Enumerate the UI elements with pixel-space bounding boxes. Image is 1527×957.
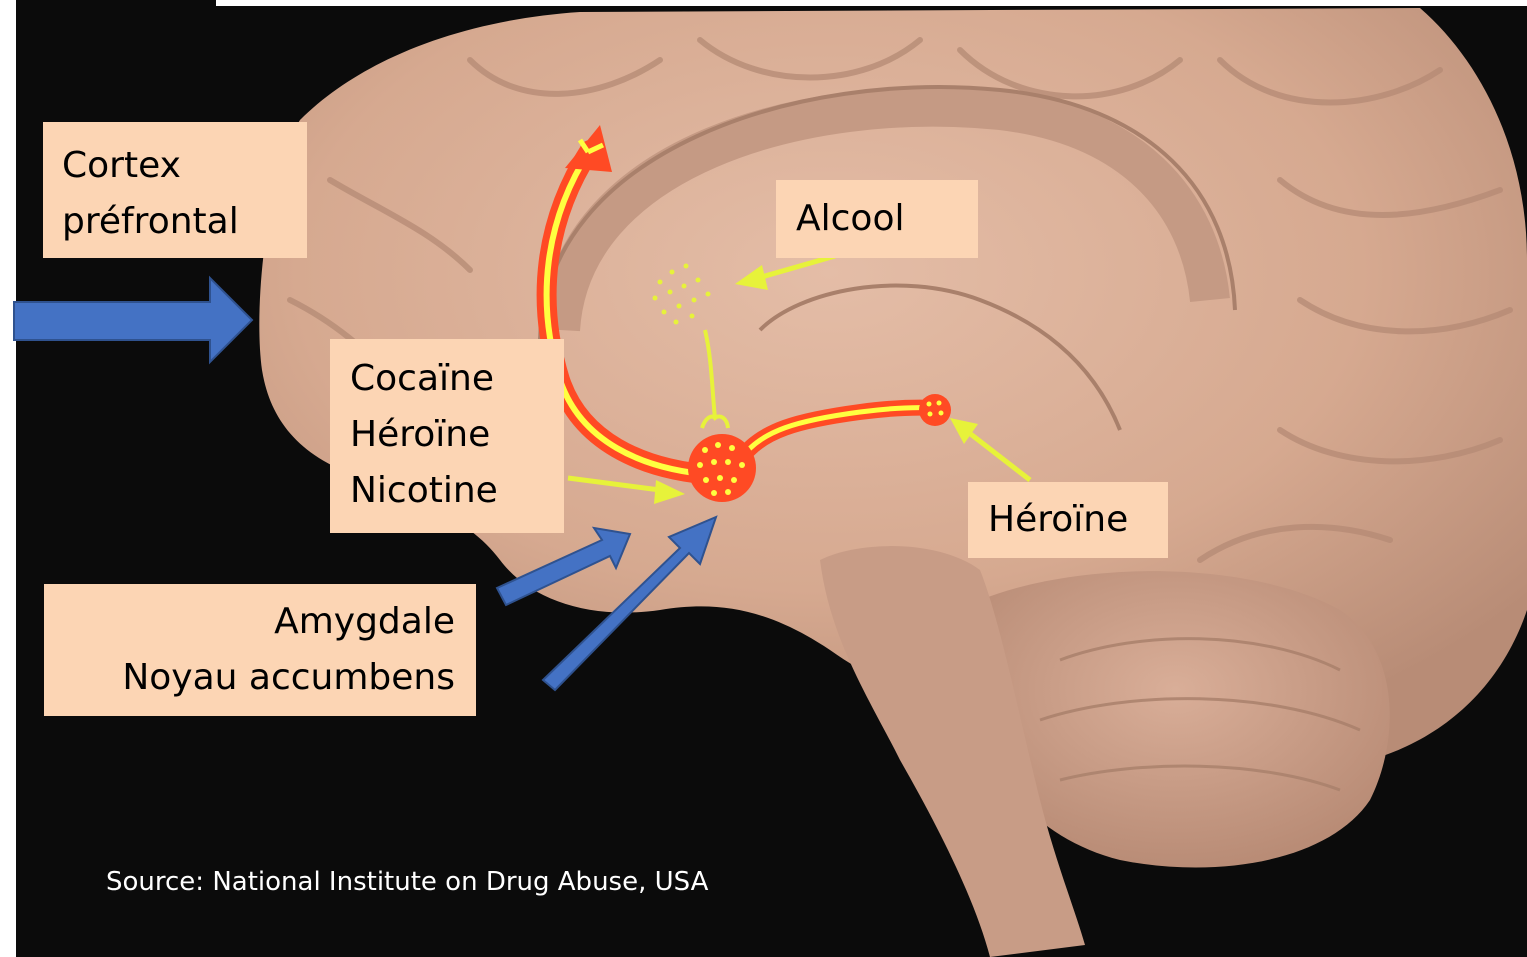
label-amygdala-accumbens: Amygdale Noyau accumbens <box>44 584 476 716</box>
white-left-margin <box>0 0 16 957</box>
label-drugs: Cocaïne Héroïne Nicotine <box>330 339 564 533</box>
label-alcohol: Alcool <box>776 180 978 258</box>
label-amygdale-line1: Amygdale <box>44 594 455 650</box>
source-caption: Source: National Institute on Drug Abuse… <box>106 867 708 897</box>
label-heroin: Héroïne <box>968 482 1168 558</box>
label-drug-nicotine: Nicotine <box>350 463 564 519</box>
label-drug-cocaine: Cocaïne <box>350 351 564 407</box>
label-cortex-line1: Cortex <box>62 138 307 194</box>
white-top-strip <box>216 0 1527 6</box>
accumbens-cluster <box>688 434 756 502</box>
label-amygdale-line2: Noyau accumbens <box>44 650 455 706</box>
label-alcool-text: Alcool <box>796 191 978 247</box>
vta-cluster <box>919 394 951 426</box>
label-cortex-line2: préfrontal <box>62 194 307 250</box>
label-prefrontal-cortex: Cortex préfrontal <box>43 122 307 258</box>
label-drug-heroin: Héroïne <box>350 407 564 463</box>
label-heroine-text: Héroïne <box>988 492 1168 548</box>
